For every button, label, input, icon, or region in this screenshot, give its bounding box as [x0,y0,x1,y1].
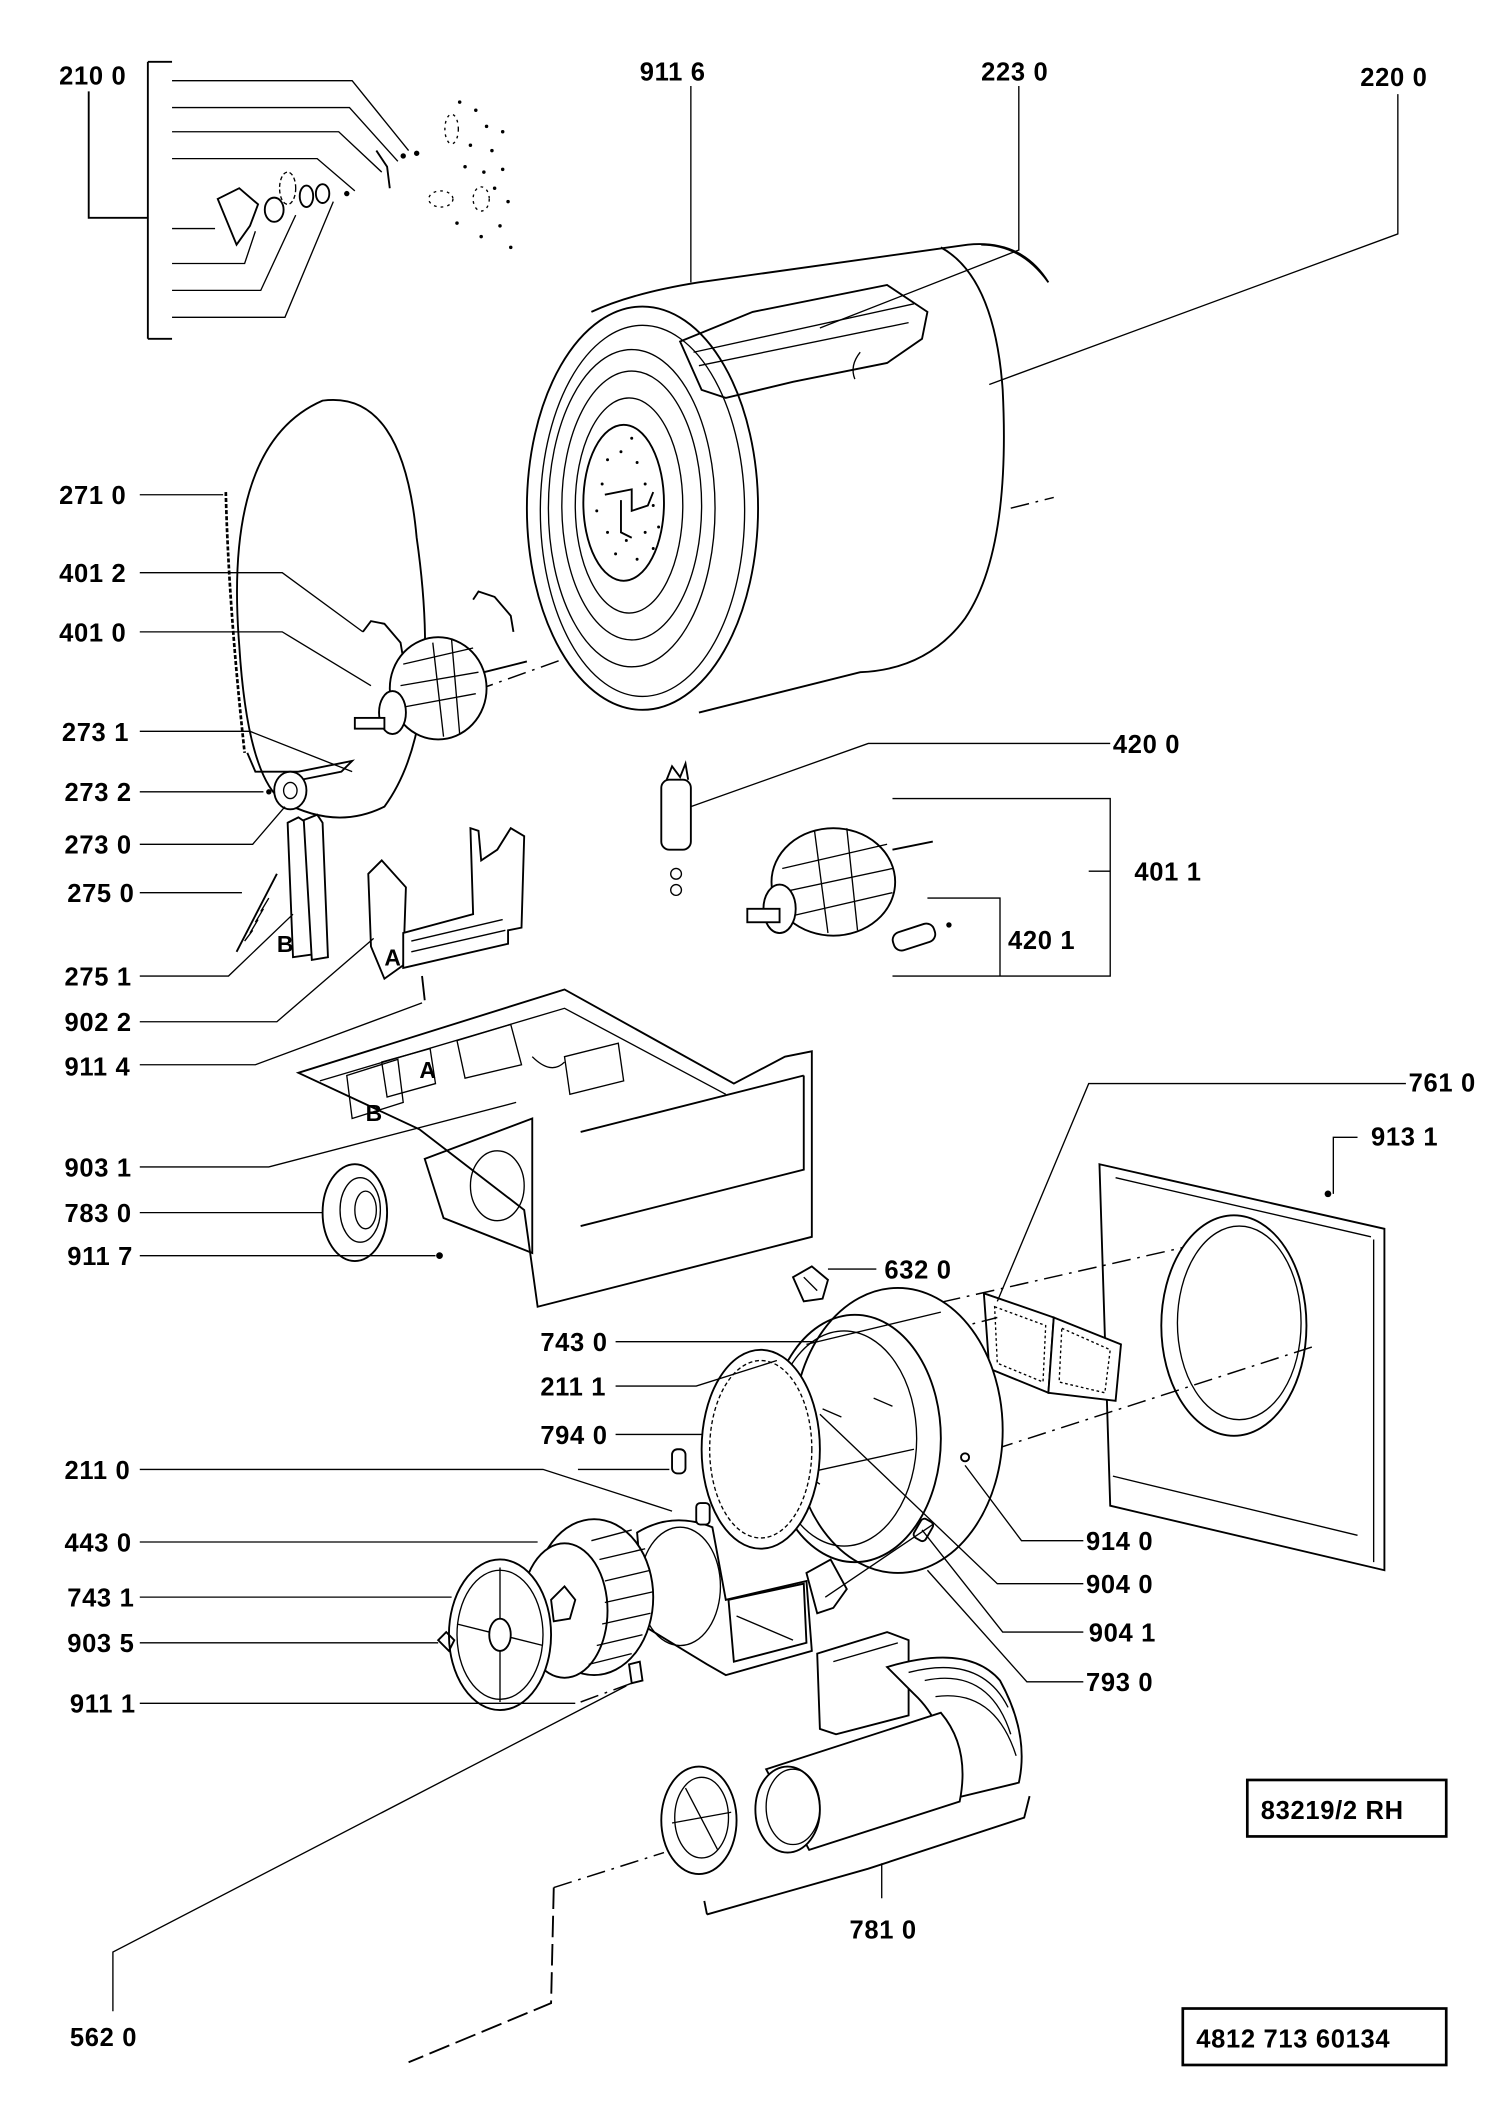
clip-211-0 [671,1448,687,1475]
motor-clip [362,620,405,659]
callout-211-0: 211 0 [65,1457,131,1485]
callout-914-0: 914 0 [1086,1528,1153,1556]
drum-back-perforation-dots [428,100,513,250]
callout-911-1: 911 1 [70,1691,136,1719]
callout-903-5: 903 5 [67,1630,134,1658]
fan-impeller [520,1518,655,1679]
thermostat-sensor [791,1265,830,1303]
marker-a-base: A [419,1057,435,1083]
blower-housing [636,1448,934,1677]
callout-401-0: 401 0 [59,619,126,647]
alternative-motor [746,827,952,952]
marker-b-bracket: B [277,931,293,957]
callout-420-1: 420 1 [1008,927,1075,955]
drum-perforations [595,436,661,561]
fan-cover-grille [447,1558,553,1712]
tension-spring [235,873,278,953]
callout-labels: 210 0 911 6 223 0 220 0 271 0 401 2 401 … [59,59,1476,2052]
callout-273-1: 273 1 [62,719,129,747]
front-seal-ring [700,1348,821,1550]
callout-794-0: 794 0 [540,1422,607,1450]
drawing-reference-box: 83219/2 RH [1245,1778,1448,1838]
callout-913-1: 913 1 [1371,1123,1438,1151]
callout-223-0: 223 0 [981,59,1048,87]
marker-a-bracket: A [384,944,400,970]
screw-911-4 [421,975,426,1001]
callout-793-0: 793 0 [1086,1669,1153,1697]
drive-motor [353,590,528,741]
callout-401-1: 401 1 [1134,859,1201,887]
callout-562-0: 562 0 [70,2024,137,2052]
nut-903-5 [436,1630,456,1653]
callout-273-2: 273 2 [65,779,132,807]
callout-210-0: 210 0 [59,63,126,91]
screw-911-7 [436,1252,443,1260]
part-number-code: 4812 713 60134 [1196,2026,1390,2054]
base-frame: A B [295,988,813,1308]
rear-bearing-housing [321,1163,389,1262]
callout-275-0: 275 0 [67,880,134,908]
callout-904-0: 904 0 [1086,1571,1153,1599]
part-number-box: 4812 713 60134 [1181,2007,1448,2067]
marker-b-base: B [366,1100,382,1126]
screw-913-1 [1324,1190,1332,1198]
bearing-plate [216,187,260,247]
callout-904-1: 904 1 [1089,1619,1156,1647]
callout-781-0: 781 0 [849,1917,916,1945]
callout-271-0: 271 0 [59,482,126,510]
bearing-kit-group [87,60,420,340]
callout-783-0: 783 0 [65,1200,132,1228]
capacitor [660,760,692,897]
belt-tensioner [246,752,356,811]
leader-lines [112,86,1406,2012]
motor-cradle: A [367,826,526,981]
lint-filter [982,1291,1122,1402]
motor-clip [472,590,515,633]
callout-443-0: 443 0 [65,1529,132,1557]
callout-911-6: 911 6 [640,59,706,87]
callout-211-1: 211 1 [540,1373,606,1401]
callout-420-0: 420 0 [1113,731,1180,759]
drum [376,243,1054,727]
callout-220-0: 220 0 [1360,64,1427,92]
clip-911-1 [627,1660,644,1685]
callout-632-0: 632 0 [884,1257,951,1285]
rear-panel [1098,1163,1386,1572]
callout-911-4: 911 4 [65,1054,131,1082]
callout-401-2: 401 2 [59,560,126,588]
callout-275-1: 275 1 [65,963,132,991]
drum-baffle [678,284,929,399]
callout-903-1: 903 1 [65,1154,132,1182]
exhaust-hose [754,1631,1023,1854]
drive-belt [236,398,426,819]
callout-743-1: 743 1 [67,1585,134,1613]
callout-273-0: 273 0 [65,832,132,860]
spring-bracket: B [277,813,329,961]
vent-grille [660,1765,738,1876]
callout-902-2: 902 2 [65,1009,132,1037]
callout-911-7: 911 7 [67,1243,133,1271]
callout-743-0: 743 0 [540,1329,607,1357]
callout-761-0: 761 0 [1409,1070,1476,1098]
drawing-reference: 83219/2 RH [1261,1797,1404,1825]
